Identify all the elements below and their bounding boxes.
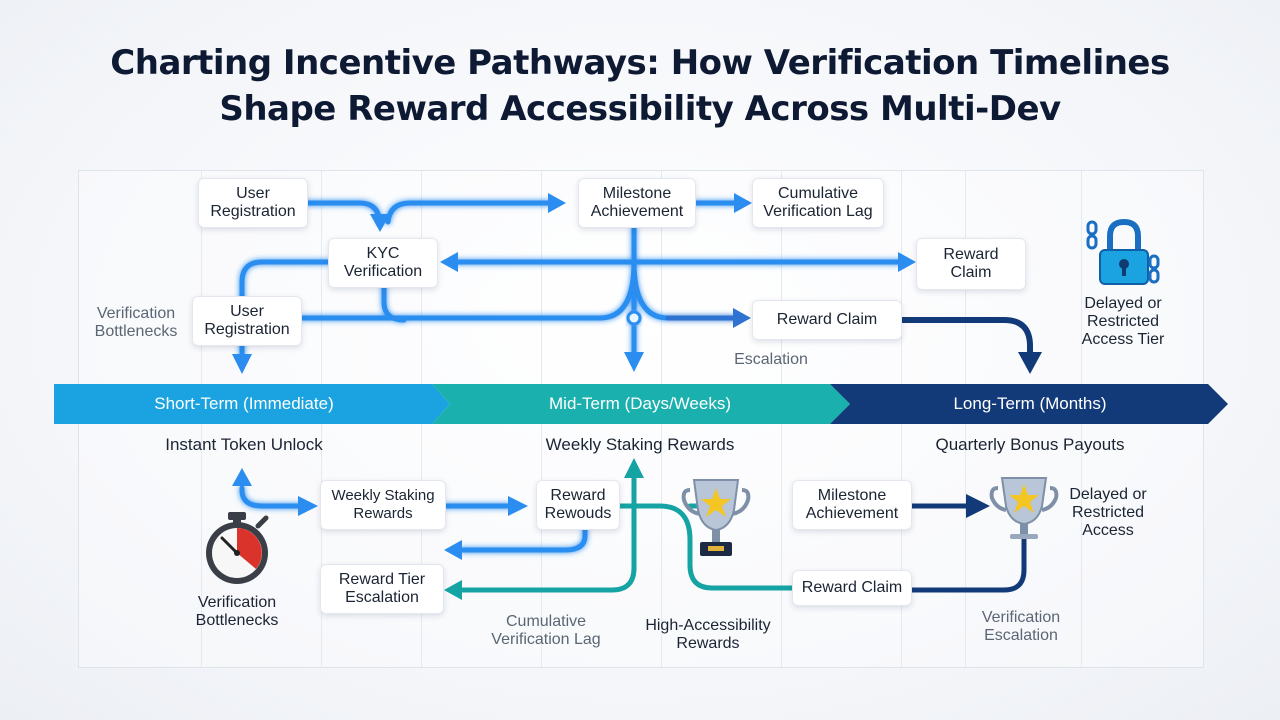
phase-long-term-label: Long-Term (Months) (953, 394, 1107, 413)
lower-arrowheads-dark (966, 494, 990, 518)
short-term-reward: Instant Token Unlock (165, 435, 323, 454)
node-reward-claim-mid: Reward Claim (752, 300, 902, 340)
trophy-icon (681, 479, 751, 556)
timeline-bar (54, 384, 1228, 424)
node-reward-claim-lower: Reward Claim (792, 570, 912, 606)
upper-flows (239, 200, 903, 359)
label-verification-escalation: Verification Escalation (981, 609, 1061, 644)
node-user-registration: User Registration (198, 178, 308, 228)
node-reward-rewouds: Reward Rewouds (536, 480, 620, 530)
lower-flows-blue (239, 485, 588, 553)
upper-arrowheads (232, 193, 916, 374)
phase-mid-term-label: Mid-Term (Days/Weeks) (549, 394, 731, 413)
node-weekly-staking-rewards: Weekly Staking Rewards (320, 480, 446, 530)
node-kyc-verification: KYC Verification (328, 238, 438, 288)
node-reward-tier-escalation: Reward Tier Escalation (320, 564, 444, 614)
stopwatch-icon (206, 512, 269, 584)
padlock-icon (1086, 218, 1160, 285)
long-term-reward: Quarterly Bonus Payouts (935, 435, 1125, 454)
phase-short-term-label: Short-Term (Immediate) (154, 394, 334, 413)
title-line-2: Shape Reward Accessibility Across Multi-… (219, 89, 1061, 129)
label-cumulative-verification-lag-lower: Cumulative Verification Lag (491, 613, 601, 648)
label-delayed-restricted-access: Delayed or Restricted Access (1069, 486, 1147, 539)
title-line-1: Charting Incentive Pathways: How Verific… (110, 43, 1170, 83)
page-title: Charting Incentive Pathways: How Verific… (0, 40, 1280, 132)
long-term-connector (899, 317, 1042, 374)
node-reward-claim-upper: Reward Claim (916, 238, 1026, 290)
lower-arrowheads-blue (232, 468, 528, 560)
trophy-icon-2 (989, 477, 1059, 539)
label-delayed-restricted-tier: Delayed or Restricted Access Tier (1081, 295, 1165, 348)
phase-mid-term-bar (432, 384, 850, 424)
node-milestone-achievement-lower: Milestone Achievement (792, 480, 912, 530)
label-high-accessibility-rewards: High-Accessibility Rewards (645, 617, 771, 652)
node-user-registration-2: User Registration (192, 296, 302, 346)
lower-flows-teal (459, 473, 795, 593)
lower-flows-dark (749, 503, 1027, 593)
node-cumulative-verification-lag: Cumulative Verification Lag (752, 178, 884, 228)
phase-short-term-bar (54, 384, 450, 424)
mid-term-reward: Weekly Staking Rewards (545, 435, 735, 454)
lower-arrowheads-teal (444, 458, 644, 600)
node-milestone-achievement: Milestone Achievement (578, 178, 696, 228)
phase-long-term-bar (830, 384, 1228, 424)
label-escalation: Escalation (734, 351, 808, 368)
label-verification-bottlenecks-upper: Verification Bottlenecks (94, 305, 178, 340)
label-verification-bottlenecks-lower: Verification Bottlenecks (195, 594, 279, 629)
